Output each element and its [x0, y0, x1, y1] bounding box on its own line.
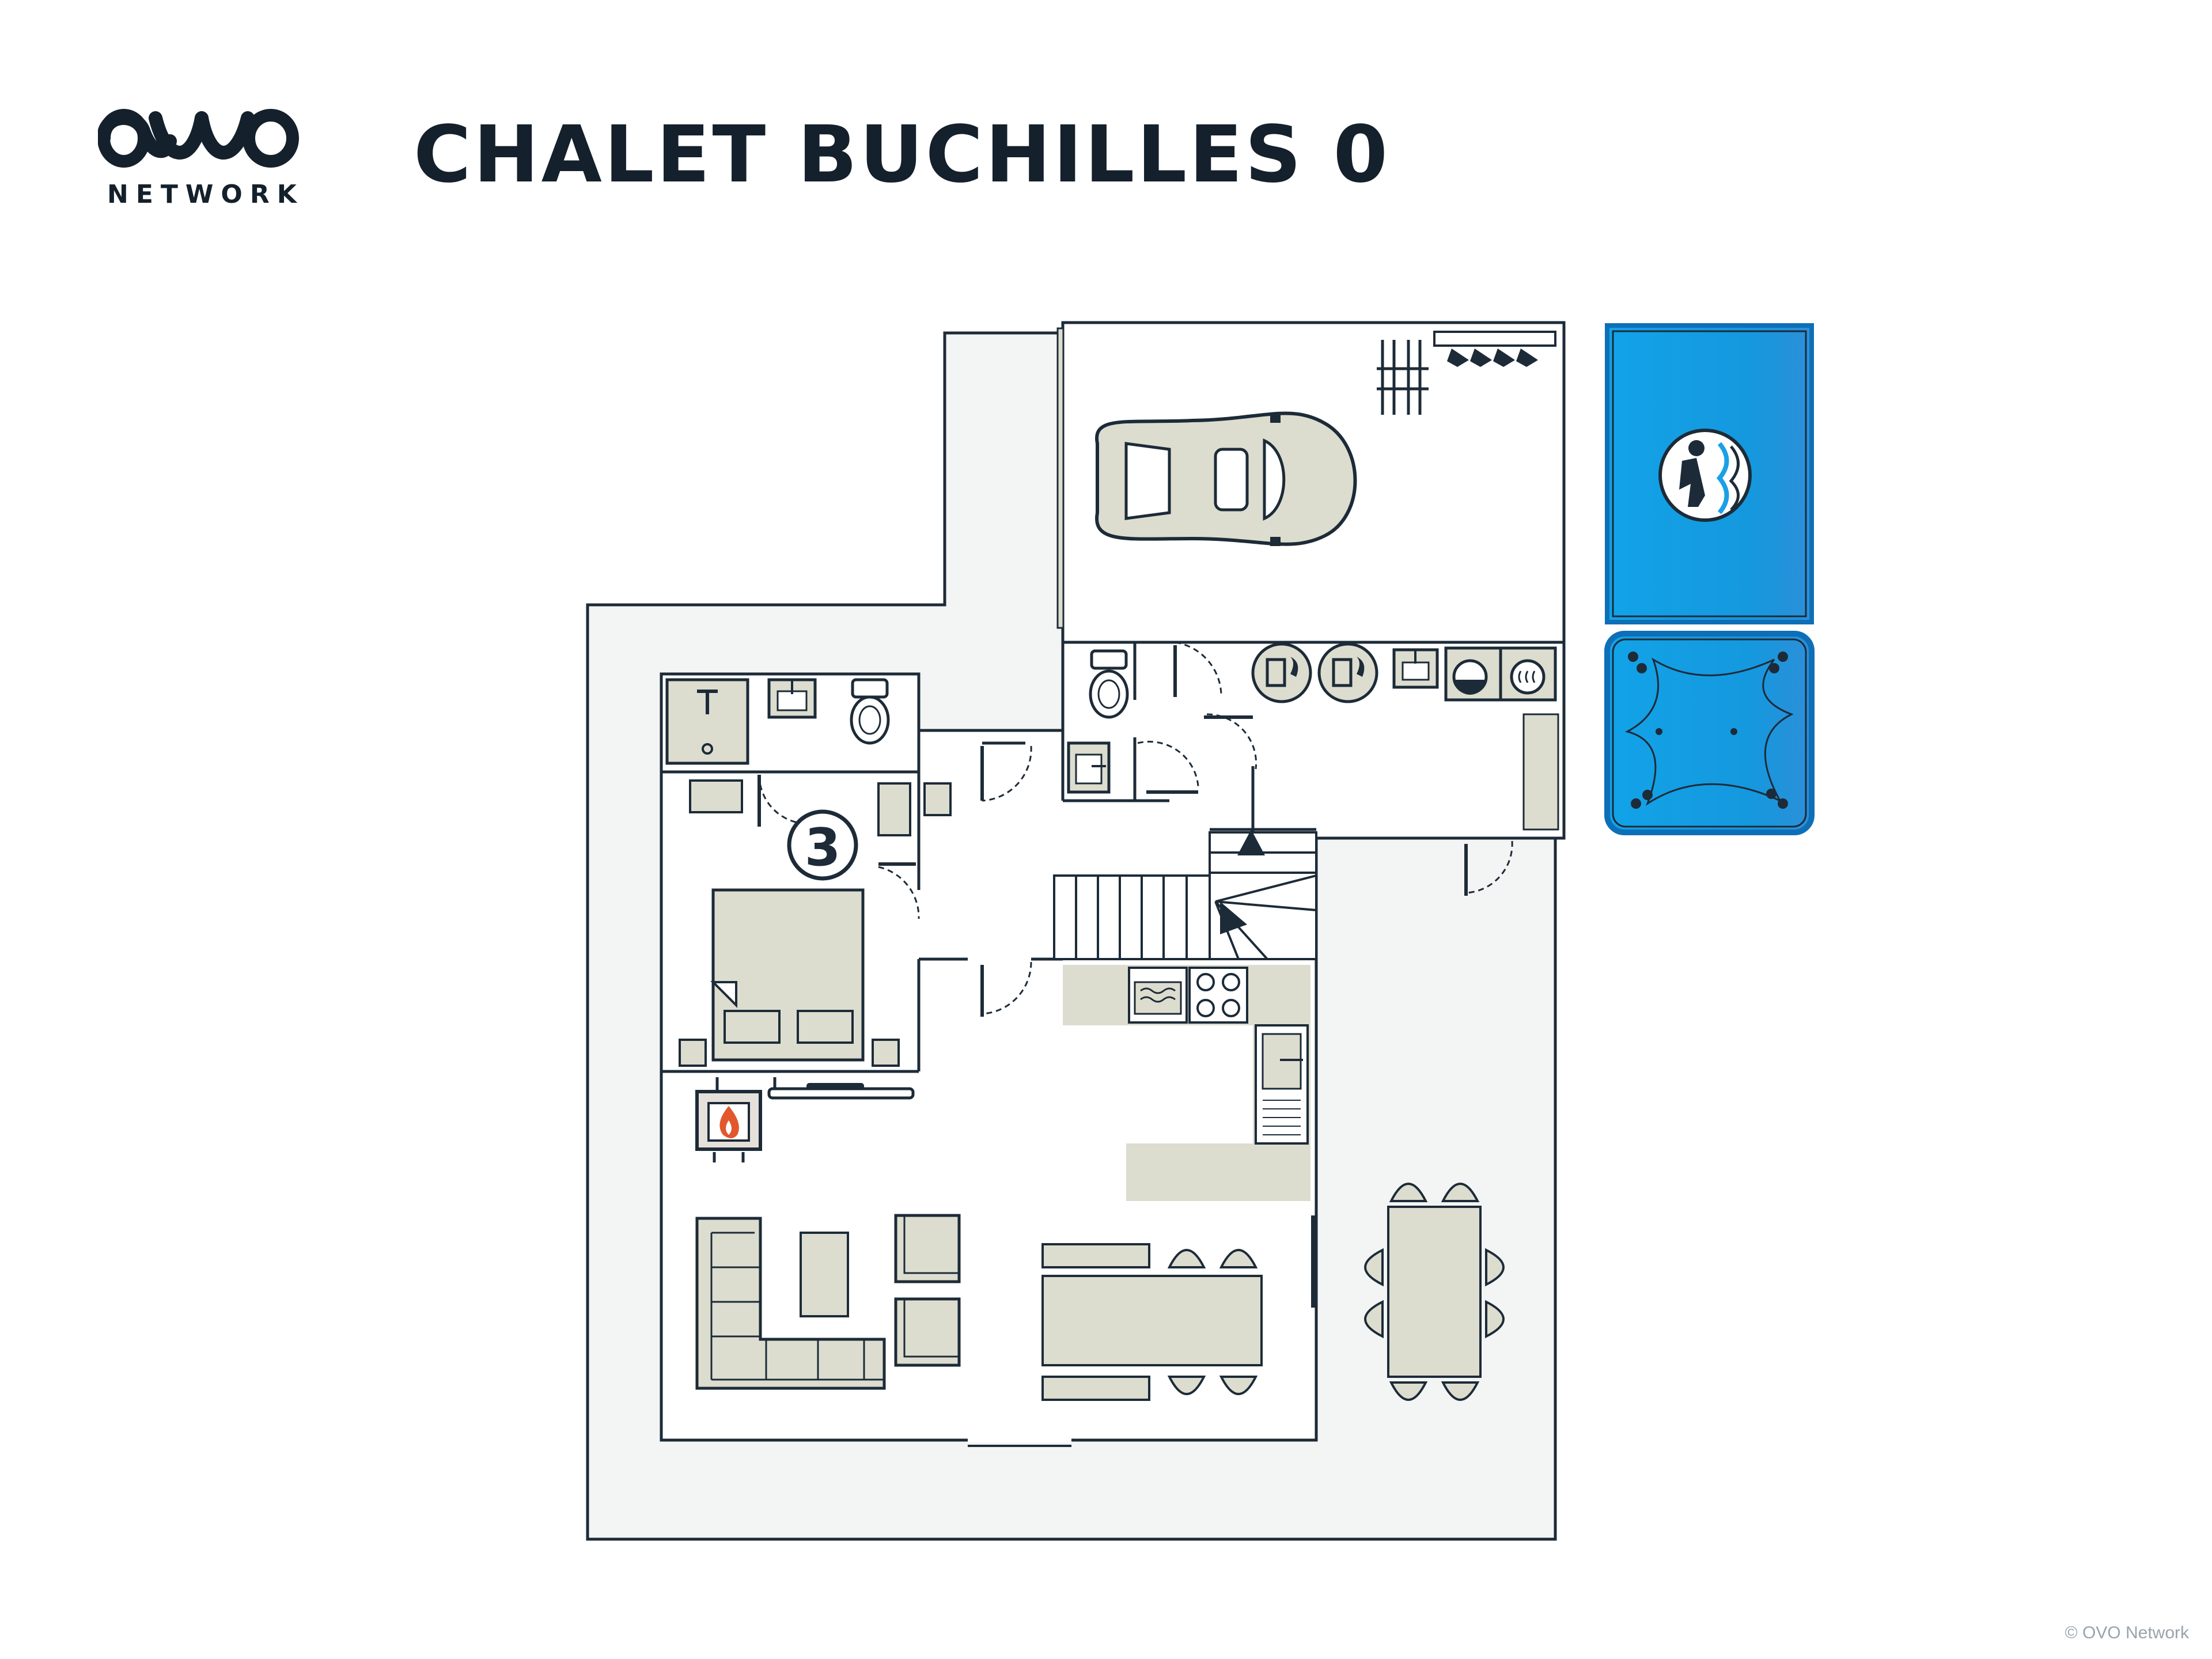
washing-machine-icon: [1444, 646, 1502, 702]
utility-row: [1251, 642, 1559, 831]
ski-rack-icon: [1377, 340, 1429, 415]
wardrobe: [877, 782, 911, 836]
sauna-icon: [1605, 323, 1814, 624]
stairs-icon: [1053, 874, 1211, 960]
stairs-arrow-icon: [1237, 830, 1265, 855]
sofa-icon: [695, 1217, 886, 1390]
kitchen-counter: [1126, 1143, 1310, 1201]
sink-icon: [1067, 741, 1111, 794]
nightstand: [923, 782, 952, 816]
internal-walls: [661, 642, 1318, 1440]
ovo-logo-icon: [98, 109, 299, 168]
sliding-door: [968, 1438, 1071, 1442]
garage-door: [1056, 327, 1065, 629]
boots-rack-icon: [1433, 331, 1556, 367]
page-title: CHALET BUCHILLES 0: [414, 109, 1391, 200]
fireplace-icon: [695, 1077, 777, 1162]
toilet-icon: [850, 678, 890, 745]
toilet-icon: [1089, 649, 1129, 719]
room-number-badge: [787, 809, 858, 881]
oven-icon: [1128, 967, 1188, 1024]
tv-icon: [767, 1083, 915, 1100]
copyright-notice: © OVO Network: [2065, 1623, 2189, 1642]
stairs-arrow-icon: [1220, 902, 1247, 934]
sideboard: [1041, 1243, 1150, 1268]
dryer-icon: [1499, 646, 1557, 702]
nightstand: [872, 1039, 900, 1067]
desk: [689, 779, 743, 813]
water-heater-icon: [1317, 642, 1378, 703]
cooktop-icon: [1188, 967, 1248, 1024]
car-icon: [1095, 411, 1357, 546]
nightstand: [679, 1039, 707, 1067]
water-heater-icon: [1251, 642, 1312, 703]
chair-icon: [1364, 1183, 1505, 1401]
room-number-3: 3: [805, 817, 841, 878]
bed-icon: [710, 888, 865, 1062]
coffee-table: [800, 1232, 849, 1317]
outdoor-table-icon: [1387, 1206, 1482, 1378]
storage-cabinet: [1522, 713, 1559, 831]
dining-table-icon: [1041, 1275, 1263, 1366]
door-leaves: [757, 645, 1468, 1017]
armchair-icon: [894, 1214, 961, 1283]
chair-icon: [1167, 1249, 1258, 1395]
kitchen-sink-icon: [1255, 1024, 1309, 1145]
sink-icon: [1392, 648, 1439, 689]
sink-icon: [767, 678, 817, 719]
bedroom-3: 3: [679, 779, 952, 1067]
brand-tagline: NETWORK: [107, 180, 304, 209]
armchair-icon: [894, 1297, 961, 1367]
shower-icon: [665, 678, 749, 765]
jacuzzi-icon: [1604, 631, 1815, 835]
sideboard: [1041, 1376, 1150, 1401]
